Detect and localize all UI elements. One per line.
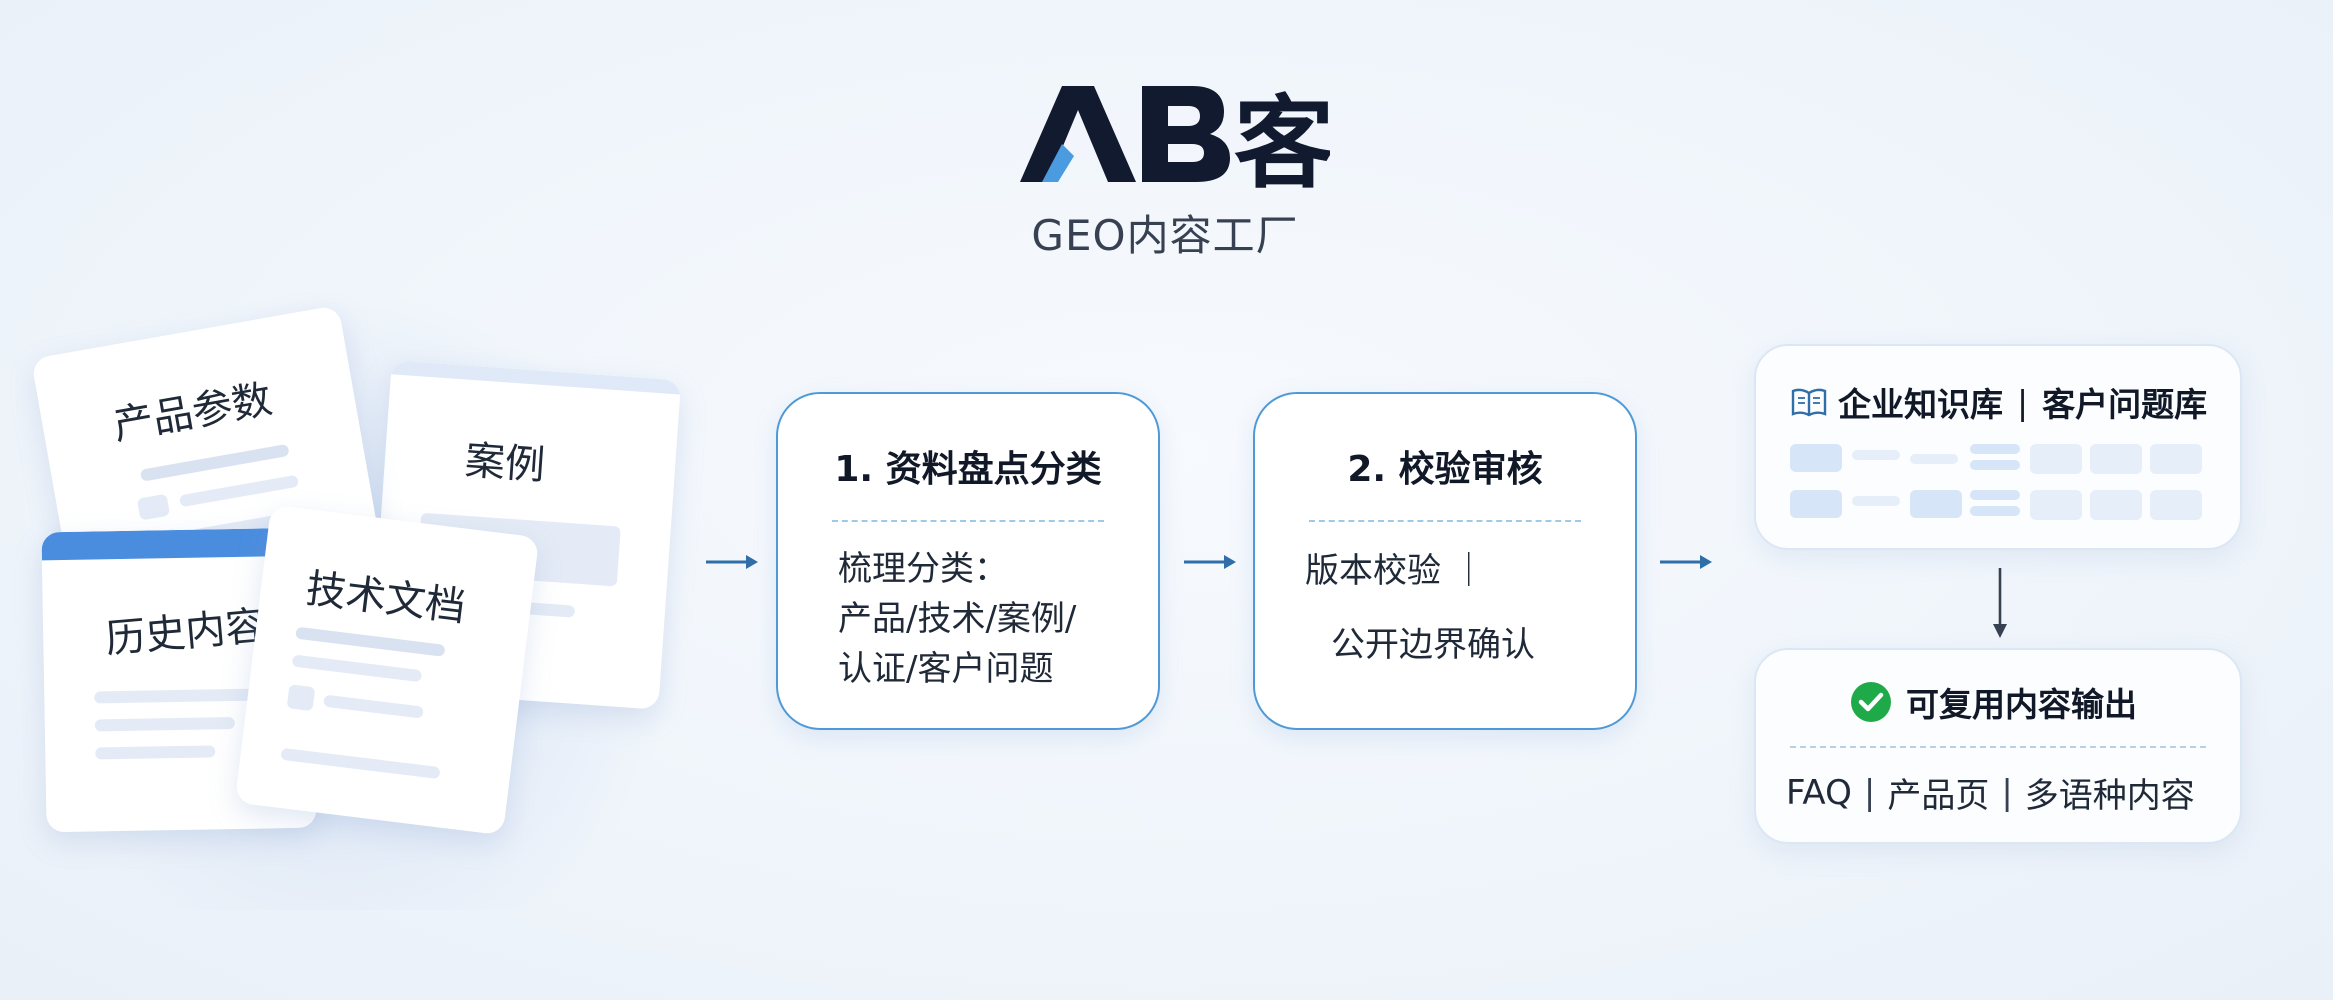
- grid-cell: [1970, 490, 2020, 500]
- output-panel: 可复用内容输出 FAQ | 产品页 | 多语种内容: [1754, 648, 2242, 844]
- doc-placeholder: [136, 493, 171, 521]
- arrow-right-icon: [1184, 555, 1236, 569]
- doc-placeholder: [280, 747, 441, 780]
- output-title: 可复用内容输出: [1906, 685, 2137, 724]
- doc-card-title: 案例: [463, 437, 547, 490]
- grid-cell: [2030, 444, 2082, 474]
- check-circle-icon: [1851, 682, 1891, 722]
- doc-placeholder: [139, 443, 290, 482]
- knowledge-base-name: 客户问题库: [2042, 385, 2208, 424]
- doc-placeholder: [95, 745, 216, 760]
- knowledge-base-name: 企业知识库: [1838, 385, 2003, 424]
- doc-placeholder: [286, 684, 316, 712]
- step-description-line: 公开边界确认: [1331, 625, 1535, 665]
- grid-cell: [2090, 490, 2142, 520]
- step-description: 梳理分类： 产品/技术/案例/ 认证/客户问题: [838, 544, 1076, 694]
- grid-cell: [1910, 490, 1962, 518]
- logo-subtitle: GEO内容工厂: [1031, 211, 1299, 260]
- doc-card-title: 技术文档: [303, 565, 468, 631]
- output-items: FAQ | 产品页 | 多语种内容: [1786, 768, 2195, 817]
- dashed-divider: [1790, 746, 2206, 748]
- grid-cell: [1790, 444, 1842, 472]
- knowledge-base-panel: 企业知识库 | 客户问题库: [1754, 344, 2242, 550]
- dashed-divider: [1309, 520, 1581, 522]
- doc-card-tech-docs: 技术文档: [234, 504, 540, 836]
- grid-cell: [2030, 490, 2082, 520]
- step-card-review: 2. 校验审核 版本校验 ｜ 公开边界确认: [1253, 392, 1637, 730]
- ab-logo: 客: [1020, 85, 1330, 192]
- doc-placeholder: [94, 717, 235, 732]
- separator: |: [1863, 772, 1876, 813]
- doc-placeholder: [291, 654, 423, 683]
- grid-cell: [1970, 460, 2020, 470]
- grid-cell: [1910, 454, 1958, 464]
- svg-text:客: 客: [1234, 85, 1330, 192]
- step-card-inventory: 1. 资料盘点分类 梳理分类： 产品/技术/案例/ 认证/客户问题: [776, 392, 1160, 730]
- grid-cell: [1970, 444, 2020, 454]
- grid-cell: [2150, 490, 2202, 520]
- grid-cell: [1970, 506, 2020, 516]
- step-description-line: 产品/技术/案例/: [838, 599, 1077, 639]
- doc-placeholder: [94, 688, 255, 704]
- doc-card-title: 产品参数: [109, 376, 276, 450]
- arrow-right-icon: [706, 555, 758, 569]
- step-title: 1. 资料盘点分类: [834, 449, 1102, 490]
- doc-placeholder: [178, 474, 300, 508]
- output-item: 产品页: [1887, 776, 1990, 816]
- book-icon: [1791, 388, 1827, 417]
- grid-cell: [2090, 444, 2142, 474]
- doc-placeholder: [323, 694, 424, 719]
- grid-cell: [1790, 490, 1842, 518]
- step-description-line: 版本校验 ｜: [1305, 551, 1486, 591]
- step-description-line: 认证/客户问题: [838, 649, 1054, 689]
- output-item: 多语种内容: [2024, 776, 2195, 816]
- grid-cell: [1852, 450, 1900, 460]
- doc-placeholder: [295, 626, 446, 657]
- doc-card-title: 历史内容: [103, 602, 268, 663]
- grid-cell: [1852, 496, 1900, 506]
- arrow-right-icon: [1660, 555, 1712, 569]
- arrow-down-icon: [1993, 568, 2007, 638]
- separator: |: [2001, 772, 2013, 813]
- grid-cell: [2150, 444, 2202, 474]
- dashed-divider: [832, 520, 1104, 522]
- separator: |: [2017, 382, 2029, 422]
- output-title-row: 可复用内容输出: [1850, 678, 2137, 726]
- knowledge-base-title: 企业知识库 | 客户问题库: [1790, 378, 2207, 426]
- output-item: FAQ: [1786, 772, 1852, 813]
- step-description-line: 梳理分类：: [838, 549, 1008, 589]
- step-title: 2. 校验审核: [1347, 449, 1543, 490]
